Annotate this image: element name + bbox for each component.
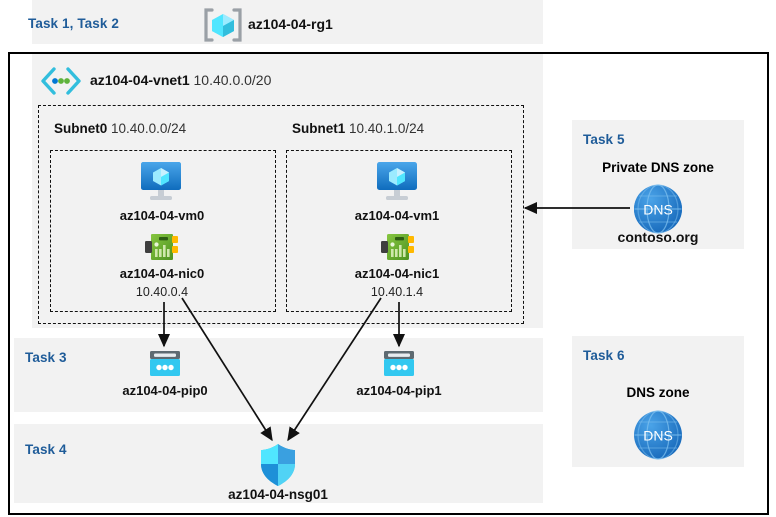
subnet0-header: Subnet0 10.40.0.0/24 [54, 121, 186, 136]
dns-zone-icon: DNS [632, 183, 684, 235]
private-dns-heading: Private DNS zone [602, 160, 714, 175]
vm0-label: az104-04-vm0 [119, 208, 205, 223]
subnet0-boundary [50, 150, 276, 312]
task-label-5: Task 5 [583, 132, 625, 147]
task3-panel [14, 338, 543, 412]
resource-group-icon [202, 8, 244, 42]
svg-text:DNS: DNS [643, 428, 673, 444]
task-label-6: Task 6 [583, 348, 625, 363]
public-dns-heading: DNS zone [626, 385, 690, 400]
resource-group-panel [32, 54, 543, 328]
network-interface-icon [381, 232, 415, 262]
nic1-label: az104-04-nic1 [354, 266, 440, 281]
virtual-machine-icon [137, 160, 185, 202]
vnet-boundary [38, 105, 524, 324]
task-label-3: Task 3 [25, 350, 67, 365]
private-dns-name: contoso.org [617, 229, 699, 245]
network-security-group-icon [258, 443, 298, 487]
nic0-label: az104-04-nic0 [119, 266, 205, 281]
virtual-network-icon [38, 66, 84, 96]
subnet0-cidr: 10.40.0.0/24 [111, 121, 187, 136]
resource-group-border [8, 52, 769, 515]
vnet-cidr: 10.40.0.0/20 [193, 72, 272, 88]
network-interface-icon [145, 232, 179, 262]
vnet-name: az104-04-vnet1 [90, 72, 190, 88]
task1-task2-panel [32, 0, 543, 44]
subnet1-cidr: 10.40.1.0/24 [349, 121, 425, 136]
virtual-machine-icon [373, 160, 421, 202]
pip0-label: az104-04-pip0 [122, 383, 208, 398]
dns-zone-icon: DNS [632, 409, 684, 461]
vm1-label: az104-04-vm1 [354, 208, 440, 223]
task-label-1-2: Task 1, Task 2 [28, 16, 119, 31]
task-label-4: Task 4 [25, 442, 67, 457]
subnet1-name: Subnet1 [292, 121, 346, 136]
subnet1-header: Subnet1 10.40.1.0/24 [292, 121, 424, 136]
nsg-label: az104-04-nsg01 [228, 487, 328, 502]
resource-group-name: az104-04-rg1 [248, 16, 333, 32]
nic0-ip: 10.40.0.4 [135, 285, 189, 299]
public-ip-address-icon [382, 349, 416, 379]
svg-text:DNS: DNS [643, 202, 673, 218]
vnet-header: az104-04-vnet1 10.40.0.0/20 [90, 72, 271, 88]
nic1-ip: 10.40.1.4 [370, 285, 424, 299]
pip1-label: az104-04-pip1 [356, 383, 442, 398]
subnet0-name: Subnet0 [54, 121, 108, 136]
public-ip-address-icon [148, 349, 182, 379]
